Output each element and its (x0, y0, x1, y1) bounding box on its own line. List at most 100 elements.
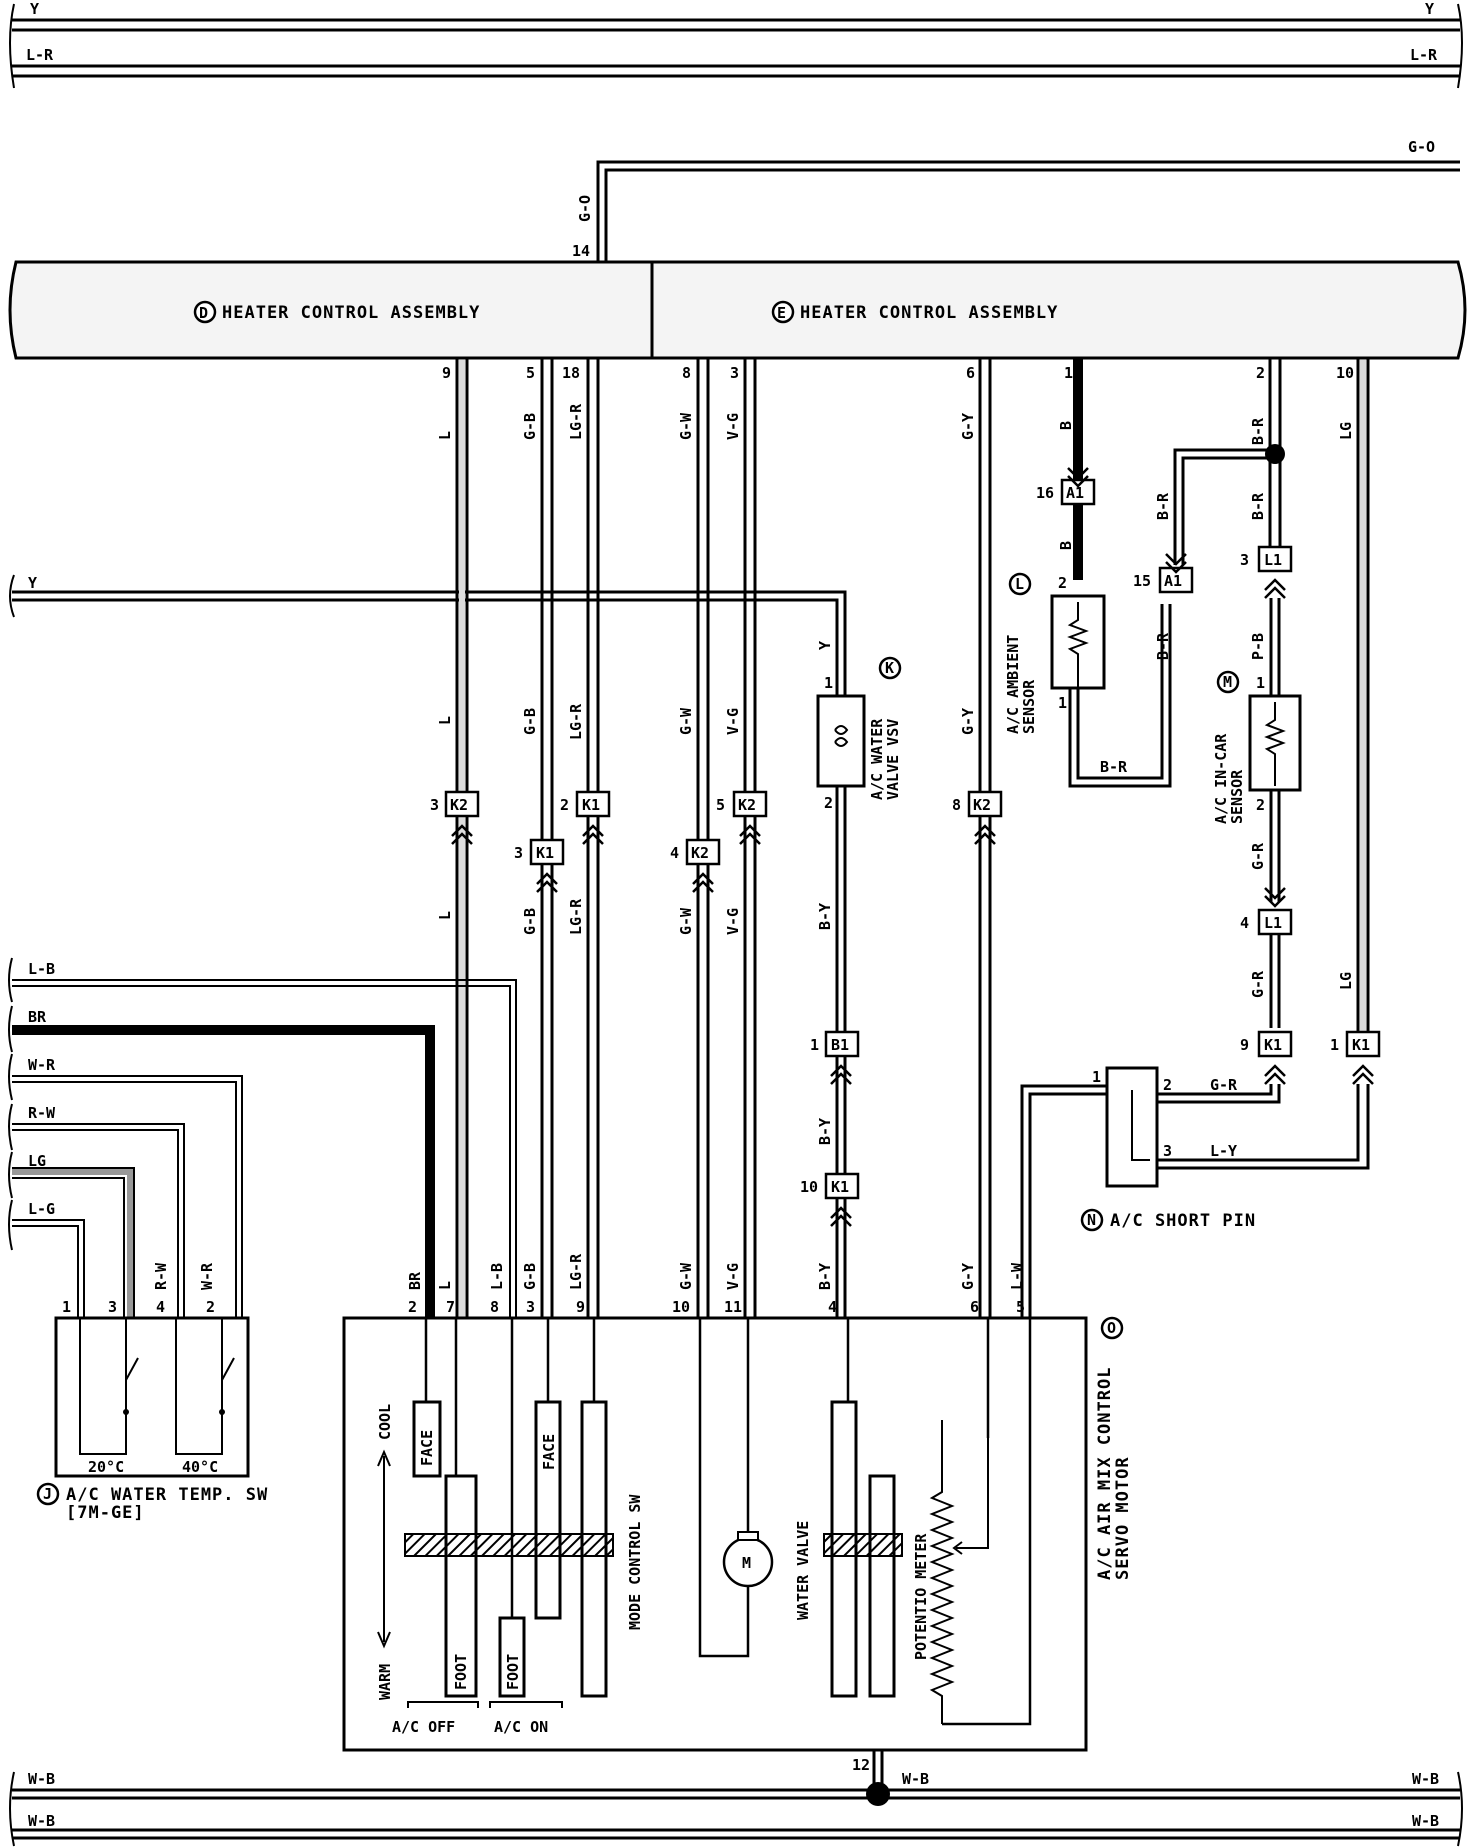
svg-text:MODE CONTROL SW: MODE CONTROL SW (626, 1494, 644, 1630)
svg-text:WATER VALVE: WATER VALVE (794, 1521, 812, 1620)
short-pin: 1 2 3 G-R L-Y N A/C SHORT PIN (1020, 1066, 1370, 1318)
e-wire-b: B (1057, 421, 1075, 430)
ambient-marker: L (1008, 572, 1032, 596)
svg-text:A/C WATER TEMP. SW: A/C WATER TEMP. SW (66, 1485, 268, 1505)
svg-text:L: L (436, 1281, 454, 1290)
e-pin-vg: 3 (730, 364, 739, 382)
svg-text:A/C SHORT PIN: A/C SHORT PIN (1110, 1211, 1256, 1231)
svg-text:FOOT: FOOT (504, 1654, 522, 1690)
svg-text:4: 4 (1240, 914, 1249, 932)
go-wire-label: G-O (1408, 138, 1435, 156)
svg-text:3: 3 (514, 844, 523, 862)
connector-l1-top: L1 3 (1240, 545, 1293, 573)
assembly-d-marker: D (193, 300, 217, 324)
d-pin-gb: 5 (526, 364, 535, 382)
connector-k2-gw: K2 4 (670, 838, 721, 866)
svg-text:G-W: G-W (677, 707, 695, 735)
wire-label-lr-left: L-R (26, 46, 54, 64)
svg-text:V-G: V-G (724, 1263, 742, 1290)
connector-k2-l: K2 3 (430, 790, 480, 818)
d-pin-lgr: 18 (562, 364, 580, 382)
connector-k2-vg: K2 5 (716, 790, 768, 818)
svg-text:D: D (199, 304, 208, 322)
svg-text:A/C OFF: A/C OFF (392, 1718, 455, 1736)
connector-k1-lg: K1 1 (1330, 1030, 1381, 1058)
svg-text:LG-R: LG-R (567, 1253, 585, 1290)
svg-text:B-R: B-R (1249, 492, 1267, 520)
e-wire-vg: V-G (724, 413, 742, 440)
svg-text:M: M (742, 1554, 751, 1572)
svg-text:W-B: W-B (1412, 1770, 1439, 1788)
svg-text:K1: K1 (831, 1178, 849, 1196)
e-pin-br: 2 (1256, 364, 1265, 382)
connector-k1-gb: K1 3 (514, 838, 565, 866)
svg-text:K: K (885, 659, 894, 677)
svg-text:1: 1 (1058, 694, 1067, 712)
svg-text:O: O (1107, 1319, 1116, 1337)
svg-text:J: J (43, 1485, 52, 1503)
svg-text:2: 2 (206, 1298, 215, 1316)
svg-text:3: 3 (430, 796, 439, 814)
assembly-e-title: HEATER CONTROL ASSEMBLY (800, 303, 1058, 323)
d-wire-l: L (436, 431, 454, 440)
svg-text:B1: B1 (831, 1036, 849, 1054)
short-pin-marker: N (1080, 1208, 1104, 1232)
svg-text:G-B: G-B (521, 708, 539, 735)
top-harness: Y Y L-R L-R (9, 0, 1463, 89)
go-wire: G-O G-O 14 (572, 138, 1460, 262)
svg-text:K2: K2 (973, 796, 991, 814)
svg-text:W-B: W-B (28, 1770, 55, 1788)
svg-text:3: 3 (1163, 1142, 1172, 1160)
svg-text:1: 1 (810, 1036, 819, 1054)
svg-text:2: 2 (824, 794, 833, 812)
svg-text:B-R: B-R (1100, 758, 1128, 776)
svg-text:G-W: G-W (677, 1262, 695, 1290)
e-wire-gy: G-Y (959, 413, 977, 440)
svg-text:BR: BR (406, 1271, 424, 1290)
svg-text:4: 4 (156, 1298, 165, 1316)
svg-text:7: 7 (446, 1298, 455, 1316)
svg-text:B-R: B-R (1154, 632, 1172, 660)
svg-text:G-Y: G-Y (959, 708, 977, 735)
svg-text:P-B: P-B (1249, 633, 1267, 660)
svg-text:L1: L1 (1264, 551, 1282, 569)
svg-text:G-R: G-R (1210, 1076, 1238, 1094)
svg-text:G-B: G-B (521, 1263, 539, 1290)
svg-text:8: 8 (490, 1298, 499, 1316)
e-wire-lg: LG (1337, 422, 1355, 440)
svg-text:LG: LG (1337, 972, 1355, 990)
svg-text:20°C: 20°C (88, 1458, 124, 1476)
svg-text:3: 3 (1240, 551, 1249, 569)
svg-text:2: 2 (408, 1298, 417, 1316)
svg-text:LG: LG (28, 1152, 46, 1170)
svg-text:K1: K1 (1352, 1036, 1370, 1054)
svg-text:4: 4 (828, 1298, 837, 1316)
svg-text:A1: A1 (1164, 572, 1182, 590)
svg-text:10: 10 (800, 1178, 818, 1196)
svg-text:G-B: G-B (521, 908, 539, 935)
svg-text:B-Y: B-Y (816, 903, 834, 930)
assembly-d-title: HEATER CONTROL ASSEMBLY (222, 303, 480, 323)
svg-text:15: 15 (1133, 572, 1151, 590)
y-line: Y (9, 574, 847, 696)
svg-text:W-B: W-B (902, 1770, 929, 1788)
connector-k1-gr: K1 9 (1240, 1030, 1293, 1058)
svg-text:R-W: R-W (152, 1262, 170, 1290)
svg-text:W-R: W-R (198, 1262, 216, 1290)
svg-text:A/C ON: A/C ON (494, 1718, 548, 1736)
svg-text:1: 1 (1256, 674, 1265, 692)
svg-text:6: 6 (970, 1298, 979, 1316)
svg-text:POTENTIO METER: POTENTIO METER (912, 1533, 930, 1660)
svg-text:10: 10 (672, 1298, 690, 1316)
connector-a1-br: A1 15 (1133, 566, 1194, 594)
svg-text:VALVE VSV: VALVE VSV (884, 719, 902, 800)
svg-text:5: 5 (1016, 1298, 1025, 1316)
svg-text:L: L (436, 911, 454, 920)
svg-text:3: 3 (526, 1298, 535, 1316)
svg-text:L: L (1015, 575, 1024, 593)
e-pin-lg: 10 (1336, 364, 1354, 382)
svg-text:A/C WATER: A/C WATER (868, 718, 886, 800)
svg-text:E: E (777, 304, 786, 322)
svg-text:V-G: V-G (724, 708, 742, 735)
